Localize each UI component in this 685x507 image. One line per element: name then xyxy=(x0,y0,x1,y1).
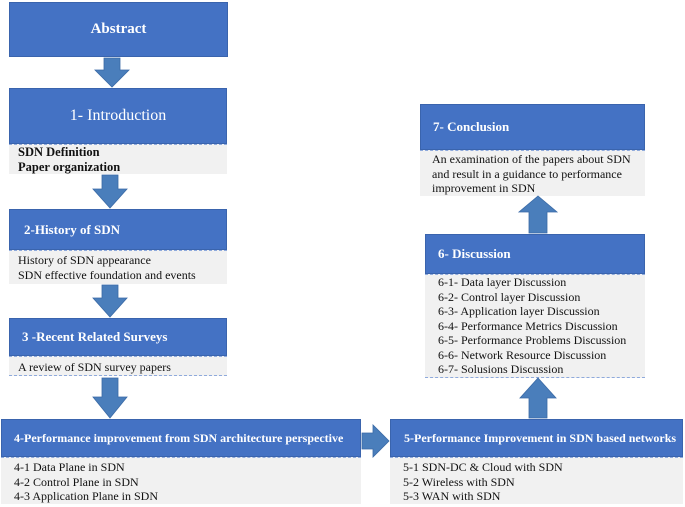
history-item: SDN effective foundation and events xyxy=(18,267,196,282)
discussion-item: 6-4- Performance Metrics Discussion xyxy=(438,318,618,333)
discussion-item: 6-1- Data layer Discussion xyxy=(438,275,567,289)
arrow-down-icon xyxy=(94,57,130,88)
history-title: 2-History of SDN xyxy=(24,221,121,237)
history-body: History of SDN appearance SDN effective … xyxy=(9,250,227,284)
conclusion-body: An examination of the papers about SDN a… xyxy=(420,150,645,196)
conclusion-header: 7- Conclusion xyxy=(420,104,645,150)
networks-body: 5-1 SDN-DC & Cloud with SDN 5-2 Wireless… xyxy=(390,457,683,504)
discussion-item: 6-7- Solusions Discussion xyxy=(438,362,564,376)
architecture-item: 4-3 Application Plane in SDN xyxy=(14,489,158,503)
arrow-down-icon xyxy=(92,284,128,318)
surveys-title: 3 -Recent Related Surveys xyxy=(22,329,168,344)
conclusion-item: An examination of the papers about SDN xyxy=(432,152,631,166)
introduction-item: Paper organization xyxy=(18,160,121,174)
arrow-down-icon xyxy=(92,174,128,209)
conclusion-item: and result in a guidance to performance xyxy=(432,166,622,181)
discussion-item: 6-6- Network Resource Discussion xyxy=(438,347,607,362)
discussion-item: 6-3- Application layer Discussion xyxy=(438,304,600,318)
networks-item: 5-2 Wireless with SDN xyxy=(403,474,515,489)
discussion-item: 6-5- Performance Problems Discussion xyxy=(438,333,627,347)
history-header: 2-History of SDN xyxy=(9,209,227,250)
architecture-item: 4-1 Data Plane in SDN xyxy=(14,460,125,474)
surveys-body: A review of SDN survey papers xyxy=(9,356,227,376)
introduction-title: 1- Introduction xyxy=(69,107,167,124)
arrow-up-icon xyxy=(517,195,559,234)
architecture-header: 4-Performance improvement from SDN archi… xyxy=(1,419,361,457)
introduction-body: SDN Definition Paper organization xyxy=(9,144,227,174)
introduction-item: SDN Definition xyxy=(18,145,100,159)
conclusion-item: improvement in SDN xyxy=(432,181,536,195)
networks-title: 5-Performance Improvement in SDN based n… xyxy=(404,430,677,445)
discussion-body: 6-1- Data layer Discussion 6-2- Control … xyxy=(425,274,645,378)
architecture-item: 4-2 Control Plane in SDN xyxy=(14,474,139,489)
discussion-header: 6- Discussion xyxy=(425,234,645,274)
networks-header: 5-Performance Improvement in SDN based n… xyxy=(390,419,683,457)
networks-item: 5-1 SDN-DC & Cloud with SDN xyxy=(403,460,563,474)
discussion-title: 6- Discussion xyxy=(438,246,511,261)
arrow-up-icon xyxy=(519,377,557,419)
abstract-title: Abstract xyxy=(90,21,147,37)
networks-item: 5-3 WAN with SDN xyxy=(403,489,501,503)
surveys-item: A review of SDN survey papers xyxy=(18,360,171,374)
history-item: History of SDN appearance xyxy=(18,253,151,267)
surveys-header: 3 -Recent Related Surveys xyxy=(9,318,227,356)
discussion-item: 6-2- Control layer Discussion xyxy=(438,289,581,304)
introduction-header: 1- Introduction xyxy=(9,88,227,144)
arrow-down-icon xyxy=(92,377,128,419)
conclusion-title: 7- Conclusion xyxy=(433,119,510,134)
architecture-title: 4-Performance improvement from SDN archi… xyxy=(14,430,344,445)
architecture-body: 4-1 Data Plane in SDN 4-2 Control Plane … xyxy=(1,457,361,504)
arrow-right-icon xyxy=(361,424,390,458)
abstract-box: Abstract xyxy=(9,2,228,57)
